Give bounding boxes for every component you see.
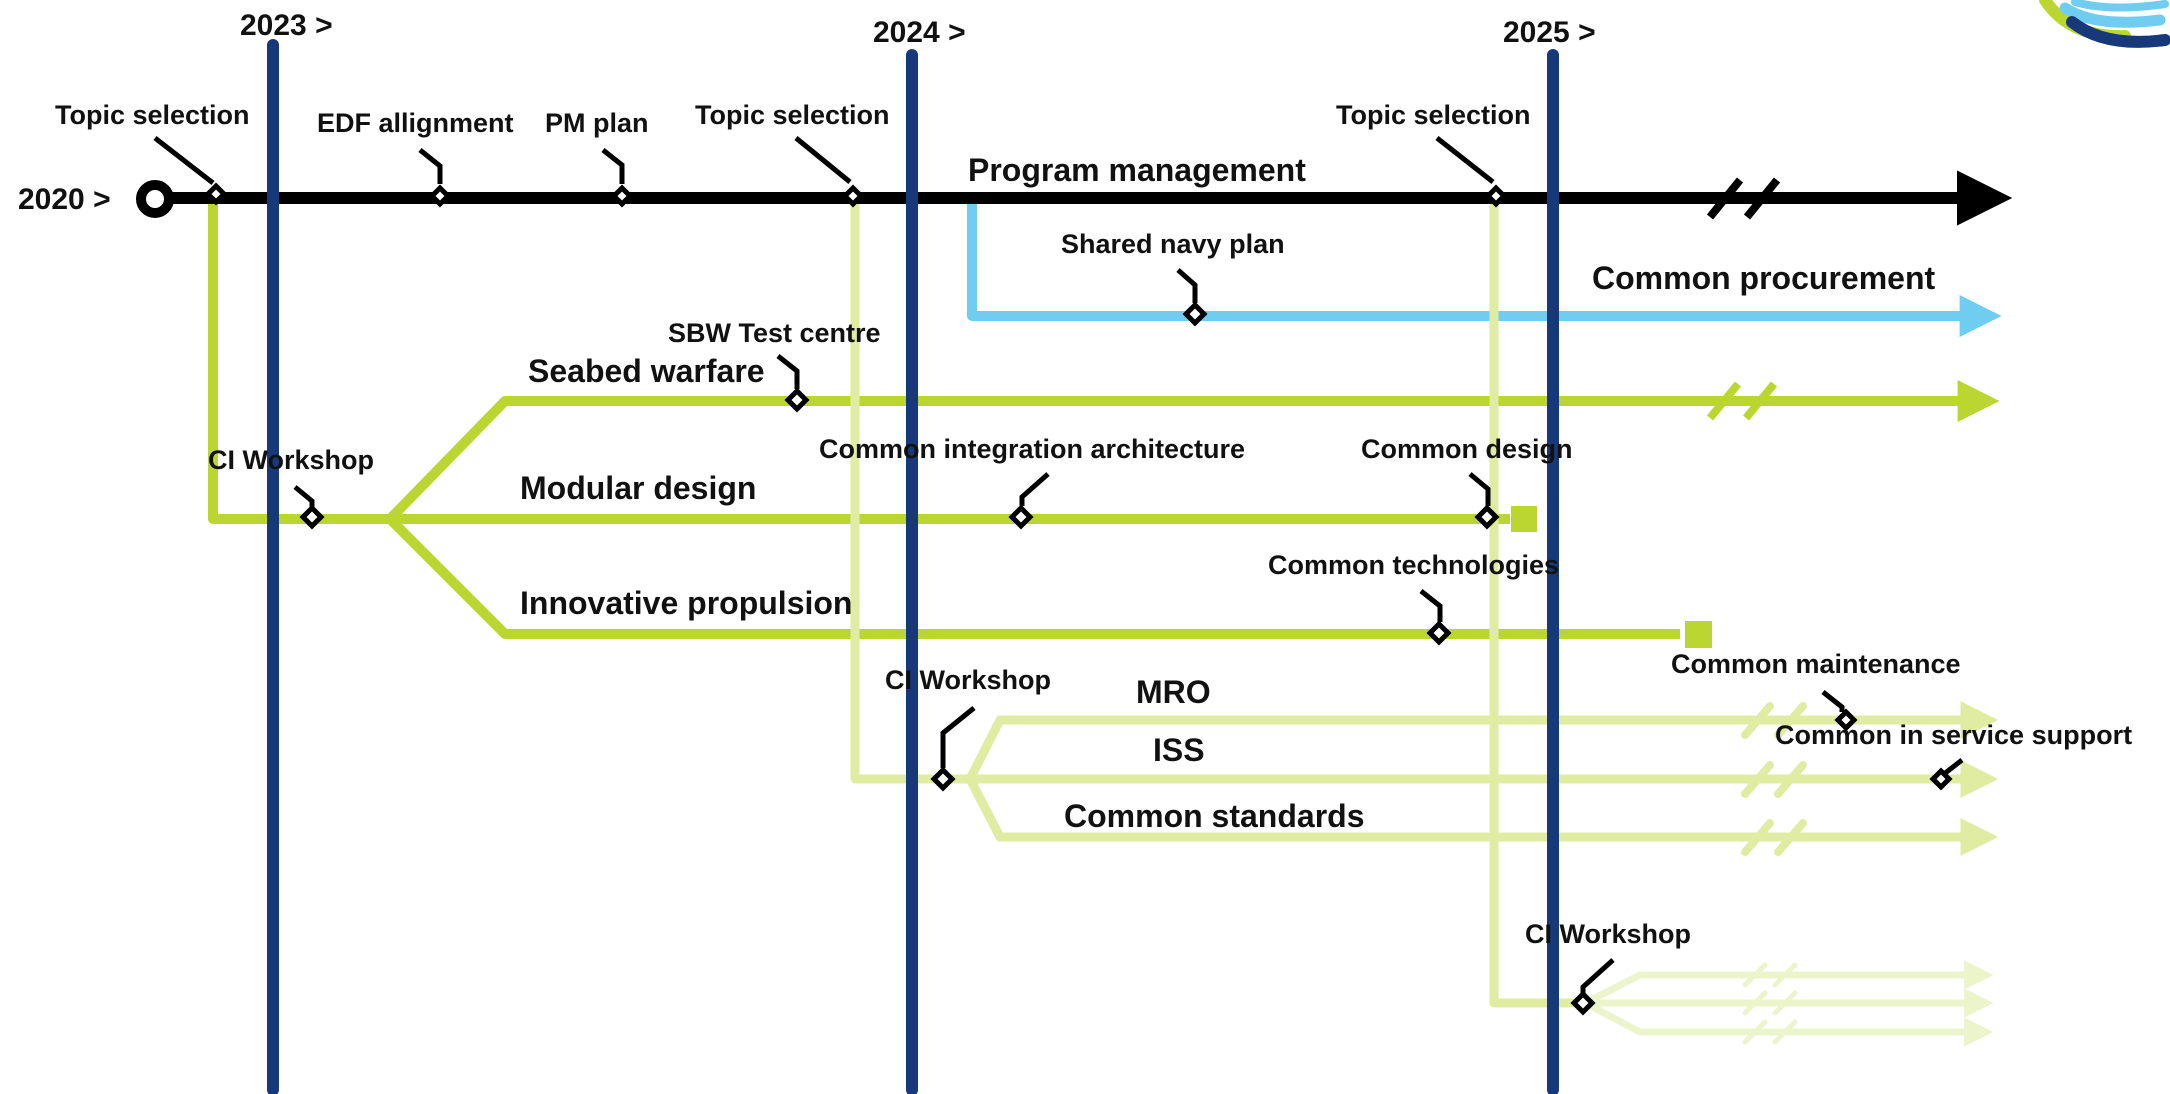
diamond-icon [428, 184, 452, 208]
milestone-label-common-maintenance: Common maintenance [1671, 649, 1961, 679]
green-trunk [208, 198, 390, 524]
faded-branches [1581, 960, 1994, 1047]
milestone-label-pm-plan: PM plan [545, 108, 649, 138]
milestone-edf-alignment [418, 148, 452, 208]
diamond-icon [1570, 990, 1596, 1016]
diamond-icon [930, 766, 956, 792]
milestone-common-integration-architecture [1008, 472, 1050, 530]
year-label-2025: 2025 > [1503, 16, 1596, 49]
diamond-icon [204, 182, 228, 206]
diamond-icon [1484, 184, 1508, 208]
milestone-common-design [1468, 472, 1500, 530]
milestone-ci-workshop-1 [293, 485, 325, 530]
diamond-icon [784, 387, 810, 413]
end-square-icon [1511, 506, 1537, 532]
branch-label-modular-design: Modular design [520, 470, 756, 506]
milestone-topic-selection-3 [1435, 136, 1508, 208]
milestone-topic-selection-2 [794, 136, 865, 208]
milestone-shared-navy-plan [1176, 268, 1208, 327]
milestone-label-topic-selection-2: Topic selection [695, 100, 890, 130]
common-standards-line [965, 774, 1999, 856]
faded-branch-1 [1581, 960, 1994, 1007]
branch-label-innovative-propulsion: Innovative propulsion [520, 585, 852, 621]
diamond-icon [1929, 767, 1953, 791]
diamond-icon [1008, 504, 1034, 530]
milestone-label-common-in-service-support: Common in service support [1775, 720, 2132, 750]
milestone-label-topic-selection-1: Topic selection [55, 100, 250, 130]
green-branches [208, 198, 2000, 648]
milestone-label-common-technologies: Common technologies [1268, 550, 1559, 580]
milestone-sbw-test-centre [776, 354, 810, 413]
break-mark-icon [1706, 177, 1781, 220]
logo-icon [2039, 0, 2170, 48]
milestone-label-common-integration-architecture: Common integration architecture [819, 434, 1245, 464]
faded-branch-3 [1581, 999, 1994, 1047]
branch-label-mro: MRO [1136, 674, 1211, 710]
diamond-icon [299, 504, 325, 530]
milestone-label-ci-workshop-2: CI Workshop [885, 665, 1051, 695]
milestone-label-common-design: Common design [1361, 434, 1573, 464]
milestone-common-technologies [1419, 589, 1452, 646]
milestone-markers [153, 136, 1964, 1016]
diamond-icon [1182, 301, 1208, 327]
branch-label-common-standards: Common standards [1064, 798, 1364, 834]
diamond-icon [1834, 708, 1858, 732]
common-procurement-line [967, 198, 2002, 337]
diamond-icon [610, 184, 634, 208]
branch-label-program-management: Program management [968, 152, 1306, 188]
start-circle-icon [136, 180, 174, 218]
branch-label-seabed-warfare: Seabed warfare [528, 353, 765, 389]
milestone-ci-workshop-3 [1570, 958, 1615, 1016]
diamond-icon [1426, 620, 1452, 646]
break-mark-icon [1741, 702, 1807, 856]
milestone-ci-workshop-2 [930, 706, 976, 792]
milestone-label-topic-selection-3: Topic selection [1336, 100, 1531, 130]
break-mark-icon [1706, 381, 1778, 421]
innovative-propulsion-line [386, 515, 1680, 639]
year-label-2023: 2023 > [240, 9, 333, 42]
year-label-2024: 2024 > [873, 16, 966, 49]
milestone-label-edf-alignment: EDF allignment [317, 108, 514, 138]
milestone-label-ci-workshop-1: CI Workshop [208, 445, 374, 475]
break-mark-icon [1742, 962, 1798, 1045]
seabed-warfare-line [386, 380, 2000, 523]
milestone-common-in-service-support [1929, 758, 1964, 791]
branch-label-iss: ISS [1153, 732, 1205, 768]
milestone-pm-plan [601, 148, 634, 208]
milestone-label-sbw-test-centre: SBW Test centre [668, 318, 881, 348]
end-square-icon [1685, 621, 1712, 648]
branch-label-common-procurement: Common procurement [1592, 260, 1935, 296]
diamond-icon [841, 184, 865, 208]
milestone-common-maintenance [1821, 690, 1858, 732]
year-markers [267, 39, 1559, 1094]
year-label-start: 2020 > [18, 183, 111, 216]
milestone-label-ci-workshop-3: CI Workshop [1525, 919, 1691, 949]
milestone-label-shared-navy-plan: Shared navy plan [1061, 229, 1285, 259]
milestone-topic-selection-1 [153, 136, 228, 206]
mro-line [965, 701, 1999, 784]
diamond-icon [1474, 504, 1500, 530]
